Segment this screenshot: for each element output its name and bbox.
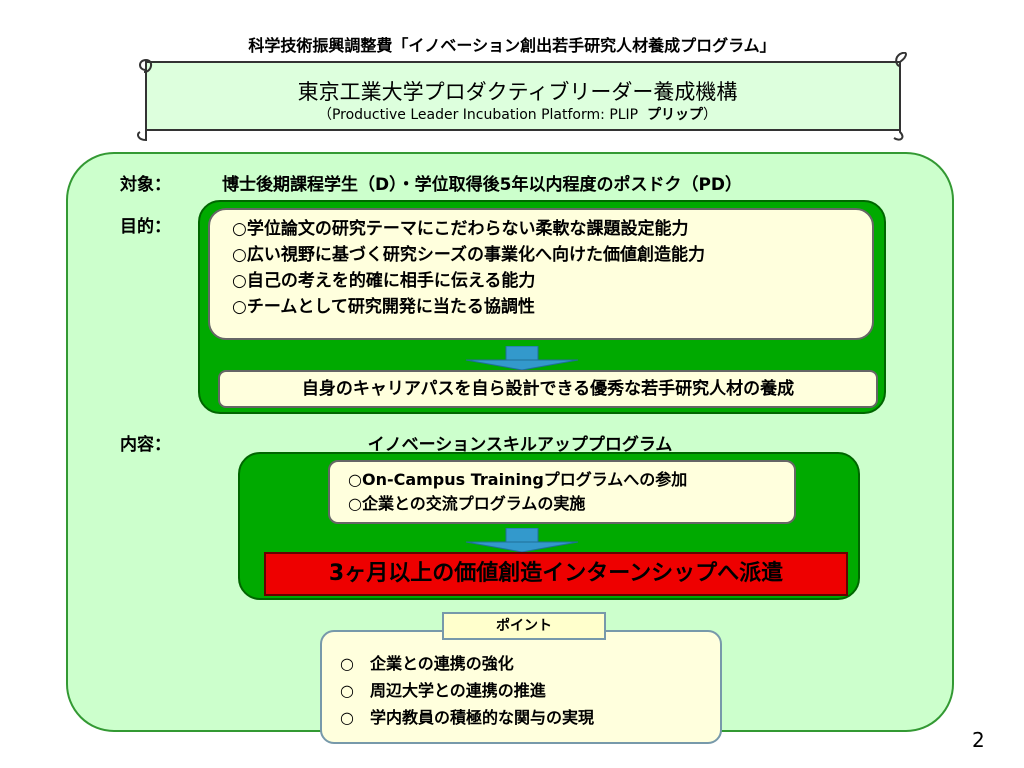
purpose-list: ○学位論文の研究テーマにこだわらない柔軟な課題設定能力 ○広い視野に基づく研究シ…	[208, 208, 874, 340]
page-title: 科学技術振興調整費「イノベーション創出若手研究人材養成プログラム」	[248, 36, 776, 55]
banner-title: 東京工業大学プロダクティブリーダー養成機構	[297, 80, 738, 104]
purpose-result: 自身のキャリアパスを自ら設計できる優秀な若手研究人材の養成	[218, 370, 878, 408]
point-item: ○ 企業との連携の強化	[340, 654, 514, 673]
purpose-item: ○広い視野に基づく研究シーズの事業化へ向けた価値創造能力	[232, 245, 705, 265]
banner-subtitle-suffix: ）	[703, 107, 718, 123]
purpose-item: ○学位論文の研究テーマにこだわらない柔軟な課題設定能力	[232, 219, 689, 239]
banner-subtitle: （Productive Leader Incubation Platform: …	[150, 104, 885, 124]
point-item: ○ 周辺大学との連携の推進	[340, 681, 546, 700]
purpose-item: ○自己の考えを的確に相手に伝える能力	[232, 271, 536, 291]
point-list: ○ 企業との連携の強化 ○ 周辺大学との連携の推進 ○ 学内教員の積極的な関与の…	[320, 630, 722, 744]
content-item: ○企業との交流プログラムの実施	[348, 494, 586, 513]
banner-subtitle-prefix: （Productive Leader Incubation Platform: …	[317, 107, 639, 123]
target-label: 対象：	[120, 175, 171, 195]
content-label: 内容：	[120, 435, 171, 455]
content-list: ○On-Campus Trainingプログラムへの参加 ○企業との交流プログラ…	[328, 460, 796, 524]
purpose-label: 目的：	[120, 217, 171, 237]
down-arrow-icon	[465, 528, 579, 552]
scroll-banner	[137, 52, 907, 142]
point-item: ○ 学内教員の積極的な関与の実現	[340, 708, 594, 727]
point-tag: ポイント	[442, 612, 606, 640]
content-title: イノベーションスキルアッププログラム	[367, 435, 673, 455]
purpose-item: ○チームとして研究開発に当たる協調性	[232, 297, 535, 317]
target-text: 博士後期課程学生（D）・学位取得後5年以内程度のポスドク（PD）	[222, 175, 743, 195]
banner-subtitle-reading: プリップ	[647, 107, 704, 123]
page-number: 2	[972, 728, 985, 752]
internship-highlight: 3ヶ月以上の価値創造インターンシップへ派遣	[264, 552, 848, 596]
content-item: ○On-Campus Trainingプログラムへの参加	[348, 470, 688, 489]
down-arrow-icon	[465, 346, 579, 370]
